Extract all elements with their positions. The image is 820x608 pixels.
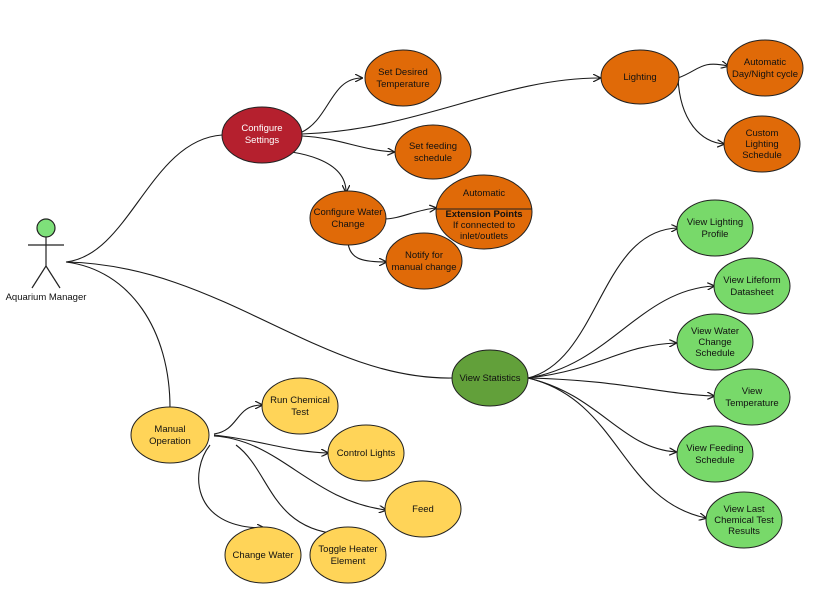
node-label-line: Custom — [746, 128, 779, 139]
edge-actor-manual-operation — [65, 261, 171, 409]
edge-stats-lighting-profile — [527, 228, 678, 379]
node-view-last-chem: View Last Chemical Test Results — [705, 491, 783, 549]
edge-lighting-custom — [677, 77, 724, 144]
node-label-line: View Feeding — [686, 443, 743, 454]
node-configure-water: Configure Water Change — [309, 190, 387, 246]
node-title: Automatic — [463, 188, 505, 199]
edge-manual-chemical — [213, 405, 262, 435]
edge-stats-feeding — [527, 377, 676, 452]
node-view-feeding: View Feeding Schedule — [676, 425, 754, 483]
edge-water-automatic — [383, 208, 436, 220]
node-view-statistics: View Statistics — [451, 349, 529, 407]
actor-label: Aquarium Manager — [6, 292, 87, 303]
node-label-line: Day/Night cycle — [732, 69, 798, 80]
node-label-line: Results — [728, 526, 760, 537]
edge-stats-lifeform — [527, 286, 714, 379]
edge-actor-configure-settings — [65, 134, 223, 263]
edge-manual-change-water — [198, 444, 264, 528]
extension-points-title: Extension Points — [445, 209, 522, 220]
node-label-line: Schedule — [695, 455, 735, 466]
node-label-line: Profile — [702, 229, 729, 240]
node-automatic: Automatic Extension Points If connected … — [435, 174, 533, 250]
node-label-line: Schedule — [742, 150, 782, 161]
node-configure-settings: Configure Settings — [221, 106, 303, 164]
edge-settings-lighting — [301, 78, 600, 135]
node-label-line: Change Water — [233, 550, 294, 561]
node-label-line: View Water — [691, 326, 739, 337]
node-label-line: Set Desired — [378, 67, 428, 78]
node-label-line: Toggle Heater — [318, 544, 377, 555]
node-label-line: Change — [698, 337, 731, 348]
node-control-lights: Control Lights — [327, 424, 405, 482]
node-set-feeding: Set feeding schedule — [394, 124, 472, 180]
node-label-line: Run Chemical — [270, 395, 330, 406]
node-label-line: Feed — [412, 504, 434, 515]
node-label-line: View Lighting — [687, 217, 743, 228]
edge-lighting-auto-day-night — [677, 64, 728, 79]
extension-point-line: inlet/outlets — [460, 231, 508, 242]
actor-aquarium-manager: Aquarium Manager — [6, 218, 87, 303]
node-lighting: Lighting — [600, 49, 680, 105]
node-label-line: Test — [291, 407, 309, 418]
node-label-line: Schedule — [695, 348, 735, 359]
node-manual-operation: Manual Operation — [130, 406, 210, 464]
edge-manual-lights — [213, 434, 328, 453]
edge-stats-last-chem — [527, 377, 706, 518]
node-label-line: Control Lights — [337, 448, 396, 459]
node-label-line: View Lifeform — [723, 275, 780, 286]
node-view-lifeform: View Lifeform Datasheet — [713, 257, 791, 315]
edges — [65, 64, 728, 534]
actor-leg-left — [31, 265, 47, 289]
node-label-line: View Last — [723, 504, 764, 515]
node-label-line: Datasheet — [730, 287, 774, 298]
edge-water-notify — [347, 242, 386, 262]
edge-settings-temperature — [299, 78, 362, 134]
edge-stats-temperature — [527, 377, 714, 396]
node-set-temperature: Set Desired Temperature — [364, 49, 442, 107]
node-label-line: Automatic — [744, 57, 786, 68]
node-run-chemical: Run Chemical Test — [261, 377, 339, 435]
node-label-line: Configure Water — [314, 207, 383, 218]
node-label-line: Temperature — [376, 79, 429, 90]
node-view-temperature: View Temperature — [713, 368, 791, 426]
edge-manual-feed — [213, 435, 386, 510]
node-custom-lighting: Custom Lighting Schedule — [723, 115, 801, 173]
node-label-line: Notify for — [405, 250, 443, 261]
node-label-line: Set feeding — [409, 141, 457, 152]
actor-head — [36, 218, 56, 238]
edge-actor-view-statistics — [65, 261, 453, 379]
node-view-water-change: View Water Change Schedule — [676, 313, 754, 371]
edge-settings-feeding — [301, 135, 394, 152]
node-label-line: View — [742, 386, 763, 397]
actor-leg-right — [45, 265, 61, 289]
node-toggle-heater: Toggle Heater Element — [309, 526, 387, 584]
node-label-line: Settings — [245, 135, 280, 146]
node-label-line: manual change — [392, 262, 457, 273]
node-label-line: Lighting — [745, 139, 778, 150]
node-label-line: View Statistics — [459, 373, 520, 384]
node-label-line: Change — [331, 219, 364, 230]
node-label-line: Chemical Test — [714, 515, 774, 526]
node-feed: Feed — [384, 480, 462, 538]
node-notify-manual: Notify for manual change — [385, 232, 463, 290]
node-view-lighting-profile: View Lighting Profile — [676, 199, 754, 257]
node-change-water: Change Water — [224, 526, 302, 584]
edge-stats-water-change — [527, 343, 676, 379]
node-label-line: Manual — [154, 424, 185, 435]
node-label-line: Configure — [241, 123, 282, 134]
node-label-line: Lighting — [623, 72, 656, 83]
edge-manual-heater — [235, 444, 338, 534]
extension-point-line: If connected to — [453, 220, 515, 231]
node-label-line: Element — [331, 556, 366, 567]
node-label-line: Temperature — [725, 398, 778, 409]
node-label-line: schedule — [414, 153, 452, 164]
node-auto-day-night: Automatic Day/Night cycle — [726, 39, 804, 97]
node-label-line: Operation — [149, 436, 191, 447]
